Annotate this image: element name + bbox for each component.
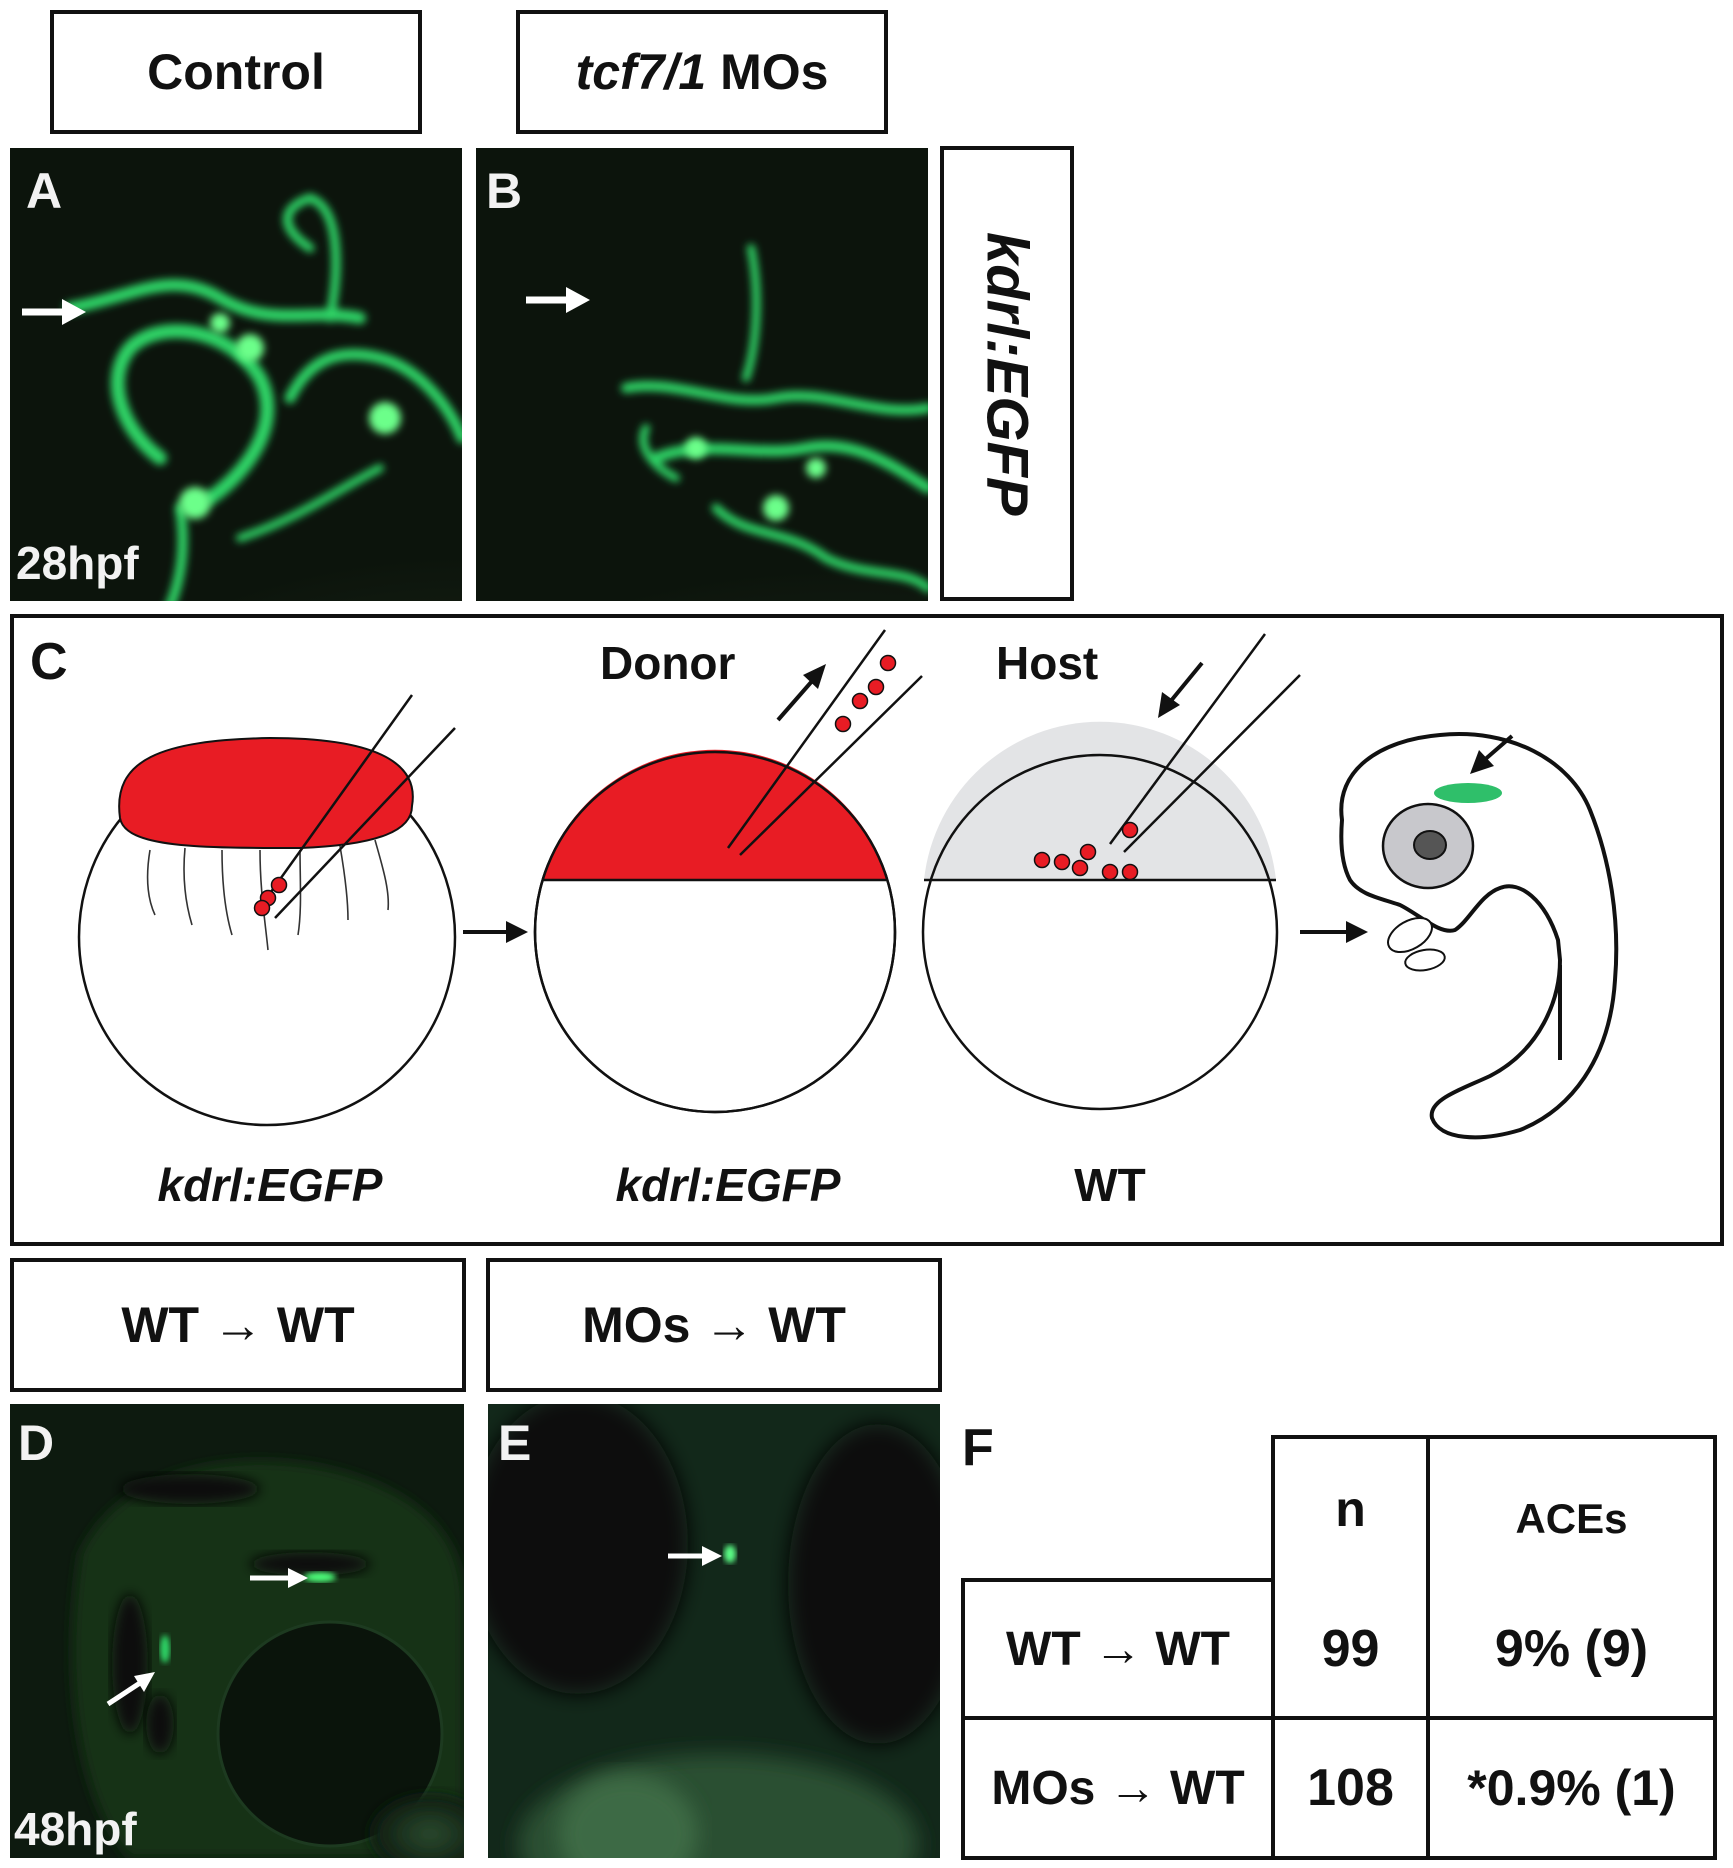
table-header-aces: ACEs [1515, 1495, 1628, 1542]
panel-d-image: D 48hpf [10, 1404, 464, 1858]
panel-a-letter: A [26, 163, 63, 219]
panel-c-letter: C [30, 633, 68, 691]
panel-e-image: E [488, 1404, 940, 1858]
panel-d-time: 48hpf [14, 1803, 137, 1855]
panel-b-letter: B [486, 163, 523, 219]
table-row-2-aces: *0.9% (1) [1467, 1760, 1676, 1816]
header-wt-wt-label: WT → WT [121, 1297, 355, 1353]
table-row-2-label: MOs → WT [991, 1761, 1245, 1815]
panel-e-letter: E [498, 1415, 532, 1471]
side-label: kdrl:EGFP [974, 231, 1040, 516]
panel-a-arrow [22, 299, 86, 325]
header-mos-wt: MOs → WT [486, 1258, 942, 1392]
panel-b-vessels [478, 244, 928, 601]
panel-c-caption-3: WT [1074, 1159, 1146, 1211]
table-row-1-aces: 9% (9) [1494, 1620, 1649, 1678]
panel-e-embryo [488, 1404, 940, 1858]
header-mos-wt-label: MOs → WT [582, 1297, 846, 1353]
header-control-label: Control [147, 44, 325, 100]
table-row-1-label: WT → WT [1006, 1622, 1230, 1676]
panel-c-box [10, 614, 1724, 1246]
panel-c-donor-label: Donor [600, 637, 736, 689]
panel-f-letter: F [962, 1419, 994, 1477]
panel-e-arrow [668, 1546, 722, 1566]
header-tcf-gene: tcf7/1 [575, 44, 707, 100]
header-control: Control [50, 10, 422, 134]
panel-a-time: 28hpf [16, 537, 139, 589]
table-header-n: n [1335, 1481, 1366, 1537]
panel-c-caption-1: kdrl:EGFP [157, 1159, 383, 1211]
panel-c-host-label: Host [996, 637, 1099, 689]
table-row-1-n: 99 [1321, 1620, 1380, 1678]
header-tcf-suffix: MOs [706, 44, 829, 100]
side-label-box: kdrl:EGFP [940, 146, 1074, 601]
panel-b-image: B [476, 148, 928, 601]
panel-a-image: A 28hpf [10, 148, 462, 601]
panel-d-embryo [72, 1460, 464, 1858]
panel-a-vessels [64, 193, 462, 601]
panel-d-letter: D [18, 1415, 55, 1471]
panel-c-caption-2: kdrl:EGFP [615, 1159, 841, 1211]
panel-b-arrow [526, 287, 590, 313]
panel-d-arrows [106, 1568, 308, 1707]
header-wt-wt: WT → WT [10, 1258, 466, 1392]
header-tcf-mos: tcf7/1 MOs [516, 10, 888, 134]
table-row-2-n: 108 [1307, 1759, 1394, 1817]
